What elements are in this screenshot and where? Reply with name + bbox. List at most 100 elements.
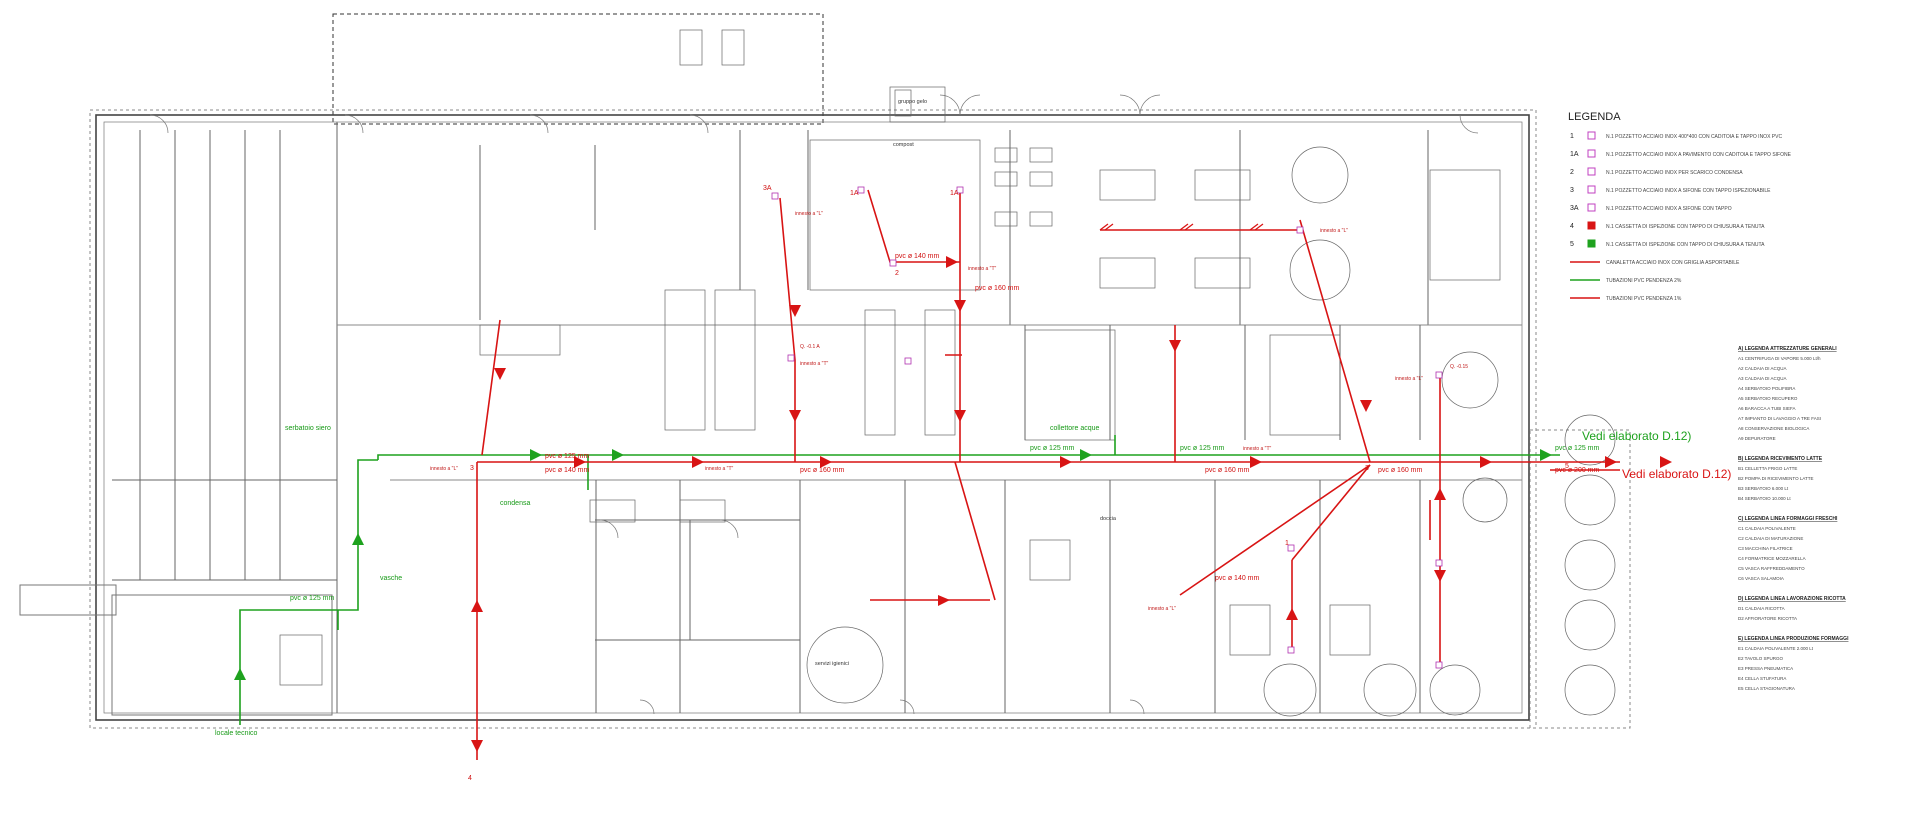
legend-item-code: 4 bbox=[1570, 223, 1574, 230]
legend-item-code: 2 bbox=[1570, 169, 1574, 176]
legend-item: 1A N.1 POZZETTO ACCIAIO INOX A PAVIMENTO … bbox=[1570, 149, 1792, 158]
label-quota-a: Q. -0.1 A bbox=[800, 344, 820, 350]
legend-item: 4 N.1 CASSETTA DI ISPEZIONE CON TAPPO DI … bbox=[1570, 221, 1765, 230]
label-pipe-140-a: pvc ø 140 mm bbox=[545, 467, 590, 474]
label-quota-b: Q. -0.15 bbox=[1450, 364, 1468, 370]
label-innesto-l-e: innesto a "L" bbox=[1395, 376, 1423, 382]
see-elaborato-red: Vedi elaborato D.12) bbox=[1622, 467, 1731, 481]
label-pipe-140-b: pvc ø 140 mm bbox=[895, 253, 940, 260]
red-drain-pipes bbox=[476, 188, 1620, 760]
legend-item-symbol bbox=[1587, 239, 1596, 248]
equipment-block-title: C) LEGENDA LINEA FORMAGGI FRESCHI bbox=[1738, 516, 1838, 522]
label-pipe-125-b: pvc ø 125 mm bbox=[1030, 445, 1075, 452]
code-3a: 3A bbox=[763, 185, 772, 192]
equipment-block-line: C1 CALDAIA POLIVALENTE bbox=[1738, 526, 1796, 531]
label-doccia: doccia bbox=[1100, 516, 1117, 522]
legend-item: 2 N.1 POZZETTO ACCIAIO INOX PER SCARICO C… bbox=[1570, 167, 1743, 176]
equipment-block-line: E3 PRESSA PNEUMATICA bbox=[1738, 666, 1793, 671]
label-innesto-t-d: innesto a "T" bbox=[1243, 446, 1272, 452]
green-flow-arrows bbox=[234, 449, 1552, 680]
equipment-block-line: A6 BARACCA A TUBI SIEFA bbox=[1738, 406, 1795, 411]
equipment-block-line: A7 IMPIANTO DI LAVAGGIO A TRE FASI bbox=[1738, 416, 1821, 421]
legend-item-symbol bbox=[1587, 203, 1596, 212]
label-pipe-160-a: pvc ø 160 mm bbox=[800, 467, 845, 474]
code-3: 3 bbox=[470, 465, 474, 472]
code-2: 2 bbox=[895, 270, 899, 277]
legend-item: TUBAZIONI PVC PENDENZA 1% bbox=[1570, 296, 1682, 302]
legend-item-text: N.1 CASSETTA DI ISPEZIONE CON TAPPO DI C… bbox=[1606, 224, 1765, 230]
equipment-block-title: D) LEGENDA LINEA LAVORAZIONE RICOTTA bbox=[1738, 596, 1846, 602]
label-locale: locale tecnico bbox=[215, 730, 258, 737]
code-3-b: 3 bbox=[1365, 465, 1369, 472]
equipment-block-line: A1 CENTRIFUGA DI VAPORE 5.000 Lt/h bbox=[1738, 356, 1821, 361]
equipment-legend-blocks: A) LEGENDA ATTREZZATURE GENERALI A1 CENTR… bbox=[1738, 346, 1849, 691]
green-drain-pipes bbox=[239, 435, 1560, 725]
legend-item-symbol bbox=[1587, 149, 1596, 158]
label-innesto-t-a: innesto a "T" bbox=[705, 466, 734, 472]
equipment-block: C) LEGENDA LINEA FORMAGGI FRESCHI C1 CALD… bbox=[1738, 516, 1838, 581]
label-pipe-160-b: pvc ø 160 mm bbox=[1205, 467, 1250, 474]
label-pipe-125-c: pvc ø 125 mm bbox=[1180, 445, 1225, 452]
code-1a: 1A bbox=[850, 190, 859, 197]
legend-item-text: N.1 POZZETTO ACCIAIO INOX PER SCARICO CO… bbox=[1606, 170, 1743, 176]
label-innesto-t-c: innesto a "T" bbox=[800, 361, 829, 367]
legend-item-code: 1 bbox=[1570, 133, 1574, 140]
legend-item-code: 1A bbox=[1570, 151, 1579, 158]
equipment-block-line: C6 VASCA SALAMOIA bbox=[1738, 576, 1784, 581]
red-canal-dashes bbox=[1099, 223, 1264, 231]
label-pipe-160-c: pvc ø 160 mm bbox=[1378, 467, 1423, 474]
equipment-block-line: B1 CELLETTA FRIGO LATTE bbox=[1738, 466, 1797, 471]
label-innesto-t-b: innesto a "T" bbox=[968, 266, 997, 272]
equipment-block-line: A9 DEPURATORE bbox=[1738, 436, 1776, 441]
equipment-block: D) LEGENDA LINEA LAVORAZIONE RICOTTA D1 C… bbox=[1738, 596, 1846, 621]
equipment-block-line: B3 SERBATOIO 6.000 Lt bbox=[1738, 486, 1789, 491]
legend-item-text: N.1 POZZETTO ACCIAIO INOX A SIFONE CON T… bbox=[1606, 206, 1732, 212]
equipment-block-line: E2 TAVOLO SPURGO bbox=[1738, 656, 1784, 661]
code-1: 1 bbox=[1285, 540, 1289, 547]
legend-item-text: N.1 POZZETTO ACCIAIO INOX A SIFONE CON T… bbox=[1606, 188, 1771, 194]
door-swings bbox=[149, 94, 1479, 715]
legend: LEGENDA 1 N.1 POZZETTO ACCIAIO INOX 400*4… bbox=[1568, 111, 1792, 302]
drain-markers bbox=[771, 186, 1443, 669]
red-flow-arrows bbox=[471, 256, 1672, 752]
code-1a-b: 1A bbox=[950, 190, 959, 197]
legend-item-text: N.1 POZZETTO ACCIAIO INOX A PAVIMENTO CO… bbox=[1606, 152, 1792, 158]
equipment-block-title: B) LEGENDA RICEVIMENTO LATTE bbox=[1738, 456, 1823, 462]
equipment-block-title: A) LEGENDA ATTREZZATURE GENERALI bbox=[1738, 346, 1837, 352]
label-servizi: servizi igienici bbox=[815, 661, 849, 667]
code-5: 5 bbox=[1565, 463, 1569, 470]
legend-item-symbol bbox=[1587, 131, 1596, 140]
equipment-block-title: E) LEGENDA LINEA PRODUZIONE FORMAGGI bbox=[1738, 636, 1849, 642]
legend-item: CANALETTA ACCIAIO INOX CON GRIGLIA ASPOR… bbox=[1570, 260, 1740, 266]
legend-title: LEGENDA bbox=[1568, 111, 1621, 123]
legend-item-text: TUBAZIONI PVC PENDENZA 2% bbox=[1606, 278, 1682, 284]
legend-item-code: 3A bbox=[1570, 205, 1579, 212]
legend-item-symbol bbox=[1587, 167, 1596, 176]
legend-item-symbol bbox=[1587, 221, 1596, 230]
equipment-block-line: D1 CALDAIA RICOTTA bbox=[1738, 606, 1785, 611]
drawing-labels: gruppo gelo compost pvc ø 125 mm pvc ø 1… bbox=[215, 99, 1731, 782]
building-walls bbox=[19, 13, 1631, 729]
label-innesto-l-c: innesto a "L" bbox=[1320, 228, 1348, 234]
equipment-block: E) LEGENDA LINEA PRODUZIONE FORMAGGI E1 C… bbox=[1738, 636, 1849, 691]
equipment-block-line: E1 CALDAIA POLIVALENTE 2.000 Lt bbox=[1738, 646, 1814, 651]
equipment-block-line: E4 CELLA STUFATURA bbox=[1738, 676, 1786, 681]
equipment-block-line: E5 CELLA STAGIONATURA bbox=[1738, 686, 1795, 691]
legend-item-symbol bbox=[1587, 185, 1596, 194]
equipment-block-line: B4 SERBATOIO 10.000 Lt bbox=[1738, 496, 1791, 501]
code-4: 4 bbox=[468, 775, 472, 782]
label-pipe-140-c: pvc ø 140 mm bbox=[1215, 575, 1260, 582]
equipment-block-line: D2 AFFIORATORE RICOTTA bbox=[1738, 616, 1797, 621]
equipment-block-line: B2 POMPA DI RICEVIMENTO LATTE bbox=[1738, 476, 1814, 481]
equipment-block-line: A4 SERBATOIO POLIFIBRA bbox=[1738, 386, 1795, 391]
equipment-block-line: A2 CALDAIA DI ACQUA bbox=[1738, 366, 1787, 371]
see-elaborato-green: Vedi elaborato D.12) bbox=[1582, 429, 1691, 443]
label-innesto-l-a: innesto a "L" bbox=[795, 211, 823, 217]
label-innesto-l-d: innesto a "L" bbox=[1148, 606, 1176, 612]
label-cond: condensa bbox=[500, 500, 530, 507]
label-compost: compost bbox=[893, 142, 914, 148]
label-vasche: vasche bbox=[380, 575, 402, 582]
legend-item-text: N.1 POZZETTO ACCIAIO INOX 400*400 CON CA… bbox=[1606, 134, 1782, 140]
